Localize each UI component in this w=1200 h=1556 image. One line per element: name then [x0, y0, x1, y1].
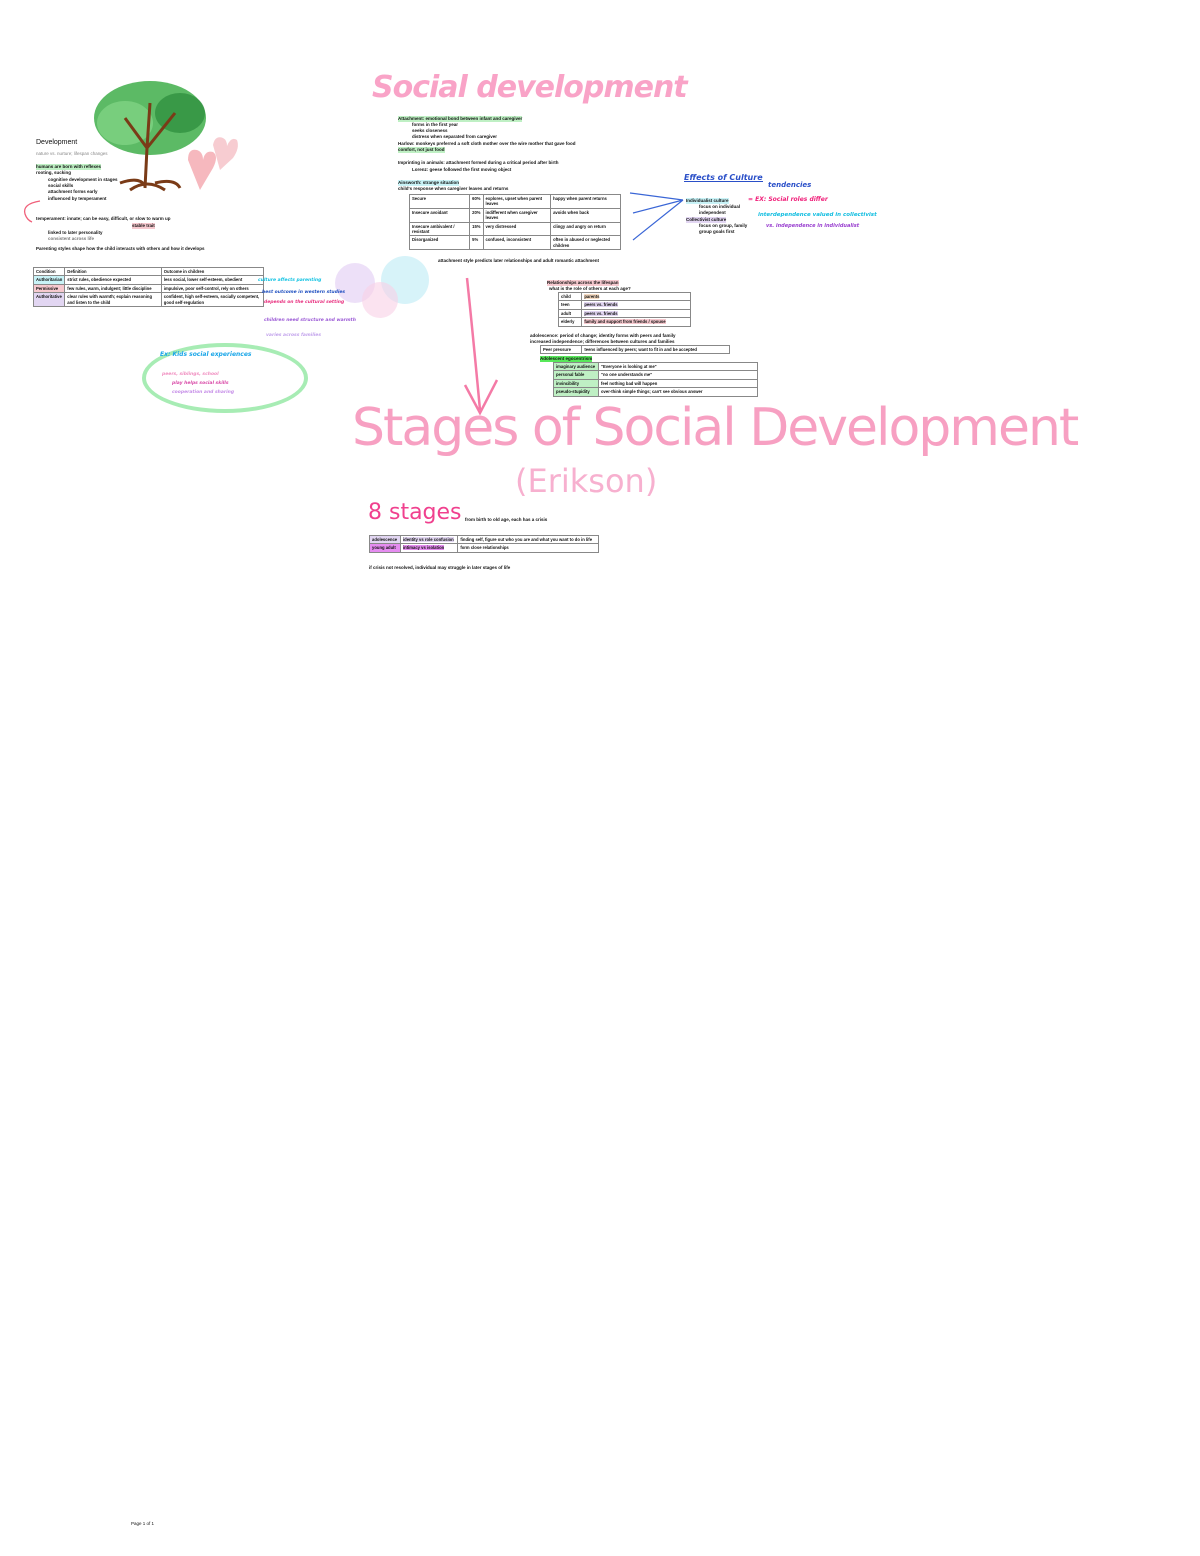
- down-arrow-icon: [463, 277, 499, 416]
- note-line: adolescence: period of change; identity …: [530, 333, 676, 338]
- subtitle: nature vs. nurture; lifespan changes: [36, 151, 108, 156]
- culture-item: independent: [699, 210, 726, 215]
- heading-social-development: Social development: [372, 70, 688, 105]
- culture-item: Collectivist culture: [686, 217, 727, 223]
- table-row: personal fable"no one understands me": [553, 370, 758, 380]
- stages-note: from birth to old age, each has a crisis: [465, 517, 548, 522]
- culture-note: vs. independence in individualist: [766, 223, 860, 229]
- culture-item: Individualist culture: [686, 198, 729, 204]
- note-line: attachment style predicts later relation…: [438, 258, 600, 263]
- note-line: cognitive development in stages: [48, 177, 118, 182]
- note-line: Imprinting in animals: attachment formed…: [398, 160, 559, 165]
- culture-note: interdependence valued in collectivist: [758, 212, 877, 218]
- note-line: influenced by temperament: [48, 196, 107, 201]
- note-line: comfort, not just food: [398, 147, 445, 153]
- circled-note: [142, 343, 308, 413]
- table-row: imaginary audience"Everyone is looking a…: [553, 361, 758, 372]
- circle-title: Ex: Kids social experiences: [160, 351, 252, 358]
- note-line: linked to later personality: [48, 230, 103, 235]
- note-summary: Parenting styles shape how the child int…: [36, 246, 205, 251]
- flower-drawing: [335, 256, 429, 318]
- note-line: stable trait: [132, 223, 155, 229]
- heading-8-stages: 8 stages: [368, 500, 462, 525]
- table-header: Condition: [32, 266, 66, 277]
- stages-footnote: if crisis not resolved, individual may s…: [369, 565, 511, 570]
- circle-line: cooperation and sharing: [172, 390, 235, 395]
- page-title: Development: [36, 139, 78, 146]
- egocentrism-table: imaginary audience"Everyone is looking a…: [553, 361, 758, 397]
- page-footer: Page 1 of 1: [131, 1521, 155, 1526]
- note-line: consistent across life: [48, 236, 95, 241]
- note-line: attachment forms early: [48, 189, 98, 194]
- culture-item: focus on group, family: [699, 223, 748, 228]
- tree-drawing: [94, 81, 206, 192]
- side-note: depends on the cultural setting: [264, 300, 345, 305]
- hearts-drawing: [188, 137, 238, 190]
- side-note: best outcome in western studies: [262, 290, 346, 295]
- note-line: forms in the first year: [412, 122, 459, 127]
- note-line: increased independence; differences betw…: [530, 339, 675, 344]
- table-header: Definition: [64, 266, 162, 277]
- side-note: varies across families: [266, 333, 322, 338]
- heading-stages: Stages of Social Development: [352, 398, 1079, 458]
- note-line: distress when separated from caregiver: [412, 134, 498, 139]
- branch-lines: [629, 192, 684, 241]
- culture-note: = EX: Social roles differ: [748, 196, 828, 203]
- note-line: Lorenz: geese followed the first moving …: [412, 167, 512, 172]
- culture-item: focus on individual: [699, 204, 741, 209]
- types-title: Adolescent egocentrism: [540, 356, 593, 362]
- circle-line: play helps social skills: [172, 381, 229, 386]
- note-line: Attachment: emotional bond between infan…: [398, 116, 523, 122]
- table-header: Outcome in children: [160, 266, 265, 277]
- note-line: child's response when caregiver leaves a…: [398, 186, 509, 191]
- side-note: culture affects parenting: [258, 278, 322, 283]
- note-line: temperament: innate; can be easy, diffic…: [36, 216, 171, 221]
- relationships-sub: what is the role of others at each age?: [549, 286, 631, 291]
- curved-arrow-icon: [23, 200, 41, 223]
- note-line: seeks closeness: [412, 128, 448, 133]
- culture-item: group goals first: [699, 229, 735, 234]
- culture-tendencies: tendencies: [768, 181, 812, 189]
- heading-erikson: (Erikson): [515, 462, 658, 500]
- relationships-title: Relationships across the lifespan: [547, 280, 619, 286]
- circle-line: peers, siblings, school: [162, 372, 219, 377]
- note-line: Ainsworth: strange situation: [398, 180, 460, 186]
- culture-title: Effects of Culture: [684, 173, 763, 182]
- side-note: children need structure and warmth: [264, 318, 356, 323]
- note-line: rooting, sucking: [36, 170, 72, 175]
- note-line: Harlow: monkeys preferred a soft cloth m…: [398, 141, 576, 146]
- note-line: humans are born with reflexes: [36, 164, 102, 170]
- note-line: social skills: [48, 183, 74, 188]
